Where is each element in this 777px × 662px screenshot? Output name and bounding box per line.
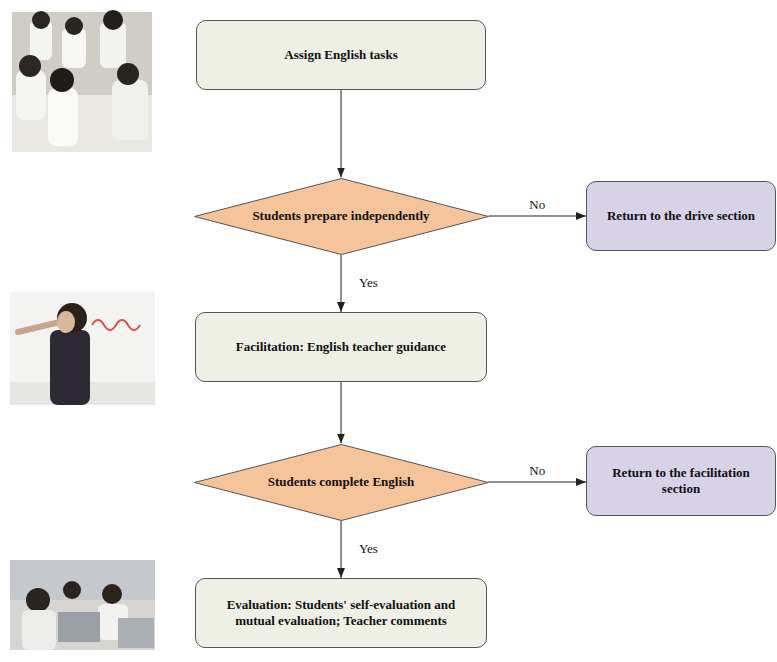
diamond-shape xyxy=(194,444,488,520)
node-text: Students prepare independently xyxy=(252,208,429,224)
teacher-figure xyxy=(50,330,90,405)
student-head xyxy=(26,588,50,612)
laptop xyxy=(118,618,154,648)
text-group: Assign English tasks xyxy=(284,47,397,63)
photo-ground xyxy=(10,560,155,650)
student-figure xyxy=(16,70,46,120)
flow-arrow xyxy=(489,216,587,217)
decision-diamond: Students complete English xyxy=(194,444,489,521)
board-writing xyxy=(92,320,140,330)
node-text: Evaluation: Students' self-evaluation an… xyxy=(207,597,475,630)
edge-label: Yes xyxy=(357,541,380,557)
flow-arrow xyxy=(341,521,342,579)
process-box: Facilitation: English teacher guidance xyxy=(195,312,487,382)
text-group: Students prepare independently xyxy=(252,208,429,224)
teacher-face xyxy=(57,311,75,333)
text-group: Students complete English xyxy=(268,474,415,490)
student-figure xyxy=(112,80,148,140)
node-text: Return to the facilitation section xyxy=(598,465,764,498)
flow-arrow xyxy=(341,382,342,444)
student-head xyxy=(19,55,41,77)
node-text: Assign English tasks xyxy=(284,47,397,63)
node-text: Return to the drive section xyxy=(607,208,755,224)
diamond-shape xyxy=(194,178,488,254)
process-box: Assign English tasks xyxy=(196,20,486,90)
student-head xyxy=(103,10,123,30)
student-figure xyxy=(48,88,78,146)
text-group: Facilitation: English teacher guidance xyxy=(236,339,446,355)
edge-label: No xyxy=(527,197,547,213)
student-head xyxy=(65,17,83,35)
edge-label: No xyxy=(527,463,547,479)
flow-arrow xyxy=(341,90,342,178)
decision-diamond: Students prepare independently xyxy=(194,178,489,255)
teacher-photo xyxy=(10,292,155,405)
text-group: Return to the drive section xyxy=(607,208,755,224)
node-text: Facilitation: English teacher guidance xyxy=(236,339,446,355)
student-head xyxy=(102,584,122,604)
student-head xyxy=(32,11,50,29)
group-photo xyxy=(12,10,152,152)
photo-ground xyxy=(12,12,152,152)
return-box: Return to the drive section xyxy=(586,181,776,251)
process-box: Evaluation: Students' self-evaluation an… xyxy=(195,578,487,648)
teacher-head xyxy=(57,303,87,333)
flow-arrow xyxy=(341,255,342,313)
student-figure xyxy=(22,610,56,650)
node-text: Students complete English xyxy=(268,474,415,490)
teacher-arm xyxy=(18,322,60,332)
edge-label: Yes xyxy=(357,275,380,291)
student-head xyxy=(50,68,74,92)
flow-arrow xyxy=(489,482,587,483)
laptop xyxy=(58,612,100,642)
text-group: Return to the facilitation section xyxy=(598,465,764,498)
text-group: Evaluation: Students' self-evaluation an… xyxy=(207,597,475,630)
return-box: Return to the facilitation section xyxy=(586,446,776,516)
classroom-photo xyxy=(10,560,155,650)
student-head xyxy=(63,581,81,599)
student-head xyxy=(117,63,139,85)
photo-ground xyxy=(10,292,155,405)
